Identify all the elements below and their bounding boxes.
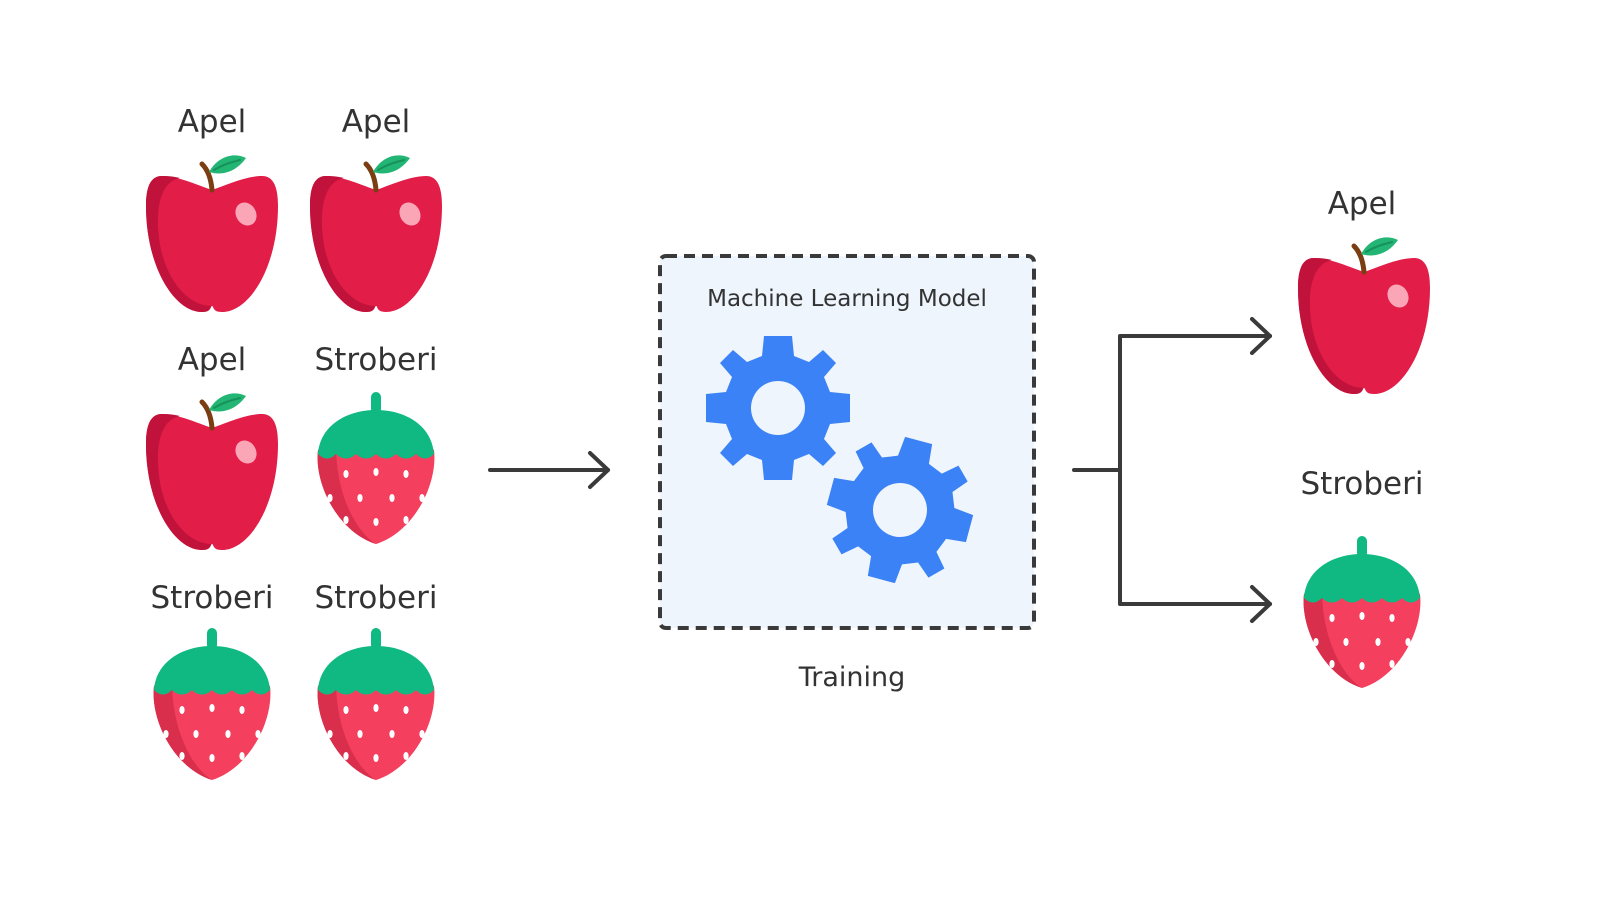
apple-icon	[146, 393, 278, 550]
strawberry-icon	[1303, 536, 1421, 688]
sample-label: Stroberi	[151, 580, 274, 616]
output-arrows	[1072, 317, 1272, 623]
model-caption: Training	[798, 662, 906, 693]
prediction-outputs: Apel Stroberi	[1298, 186, 1430, 688]
strawberry-icon	[317, 392, 435, 544]
strawberry-icon	[153, 628, 271, 780]
model-title: Machine Learning Model	[707, 286, 987, 312]
sample-label: Stroberi	[315, 580, 438, 616]
output-label: Apel	[1328, 186, 1397, 222]
sample-label: Apel	[178, 342, 247, 378]
sample-label: Stroberi	[315, 342, 438, 378]
strawberry-icon	[317, 628, 435, 780]
input-arrow	[488, 451, 610, 489]
sample-label: Apel	[342, 104, 411, 140]
apple-icon	[310, 155, 442, 312]
model-box: Machine Learning Model Training	[658, 254, 1036, 693]
training-samples: Apel Apel Apel Stroberi Stroberi Strober…	[146, 104, 442, 780]
sample-label: Apel	[178, 104, 247, 140]
apple-icon	[1298, 237, 1430, 394]
output-label: Stroberi	[1301, 466, 1424, 502]
apple-icon	[146, 155, 278, 312]
